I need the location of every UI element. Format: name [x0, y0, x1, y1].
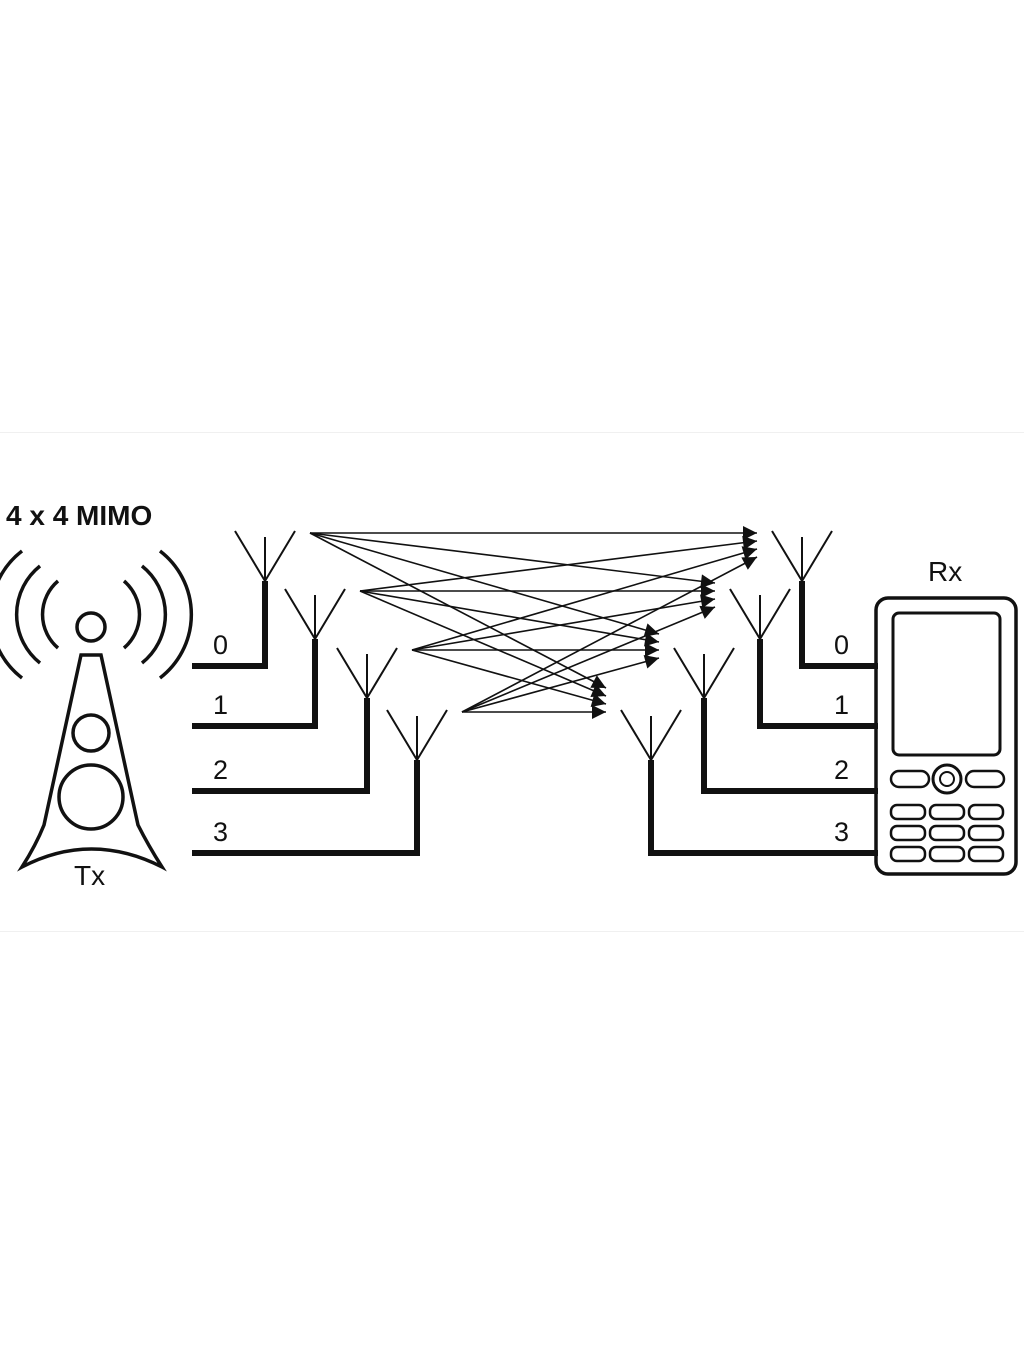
feed-lines	[192, 663, 878, 856]
rx-channel-label-0: 0	[834, 630, 849, 660]
antenna-group	[234, 530, 833, 856]
signal-path-tx1-rx3	[359, 590, 607, 697]
mobile-phone-icon	[874, 596, 1018, 876]
channel-labels: 0 1 2 3 0 1 2 3	[213, 630, 849, 847]
rx-channel-label-2: 2	[834, 755, 849, 785]
signal-path-tx0-rx3	[309, 532, 607, 689]
rx-channel-label-3: 3	[834, 817, 849, 847]
tx-antenna-3-icon	[386, 709, 448, 856]
signal-path-tx1-rx0	[359, 535, 758, 592]
tx-channel-label-1: 1	[213, 690, 228, 720]
tx-channel-label-2: 2	[213, 755, 228, 785]
mimo-diagram: 4 x 4 MIMO Tx	[0, 500, 1018, 891]
tx-label: Tx	[74, 860, 105, 891]
signal-paths	[309, 526, 758, 719]
rx-antenna-3-icon	[620, 709, 682, 856]
signal-path-tx3-rx0	[461, 556, 758, 713]
signal-path-tx2-rx0	[411, 546, 758, 651]
signal-path-tx3-rx1	[461, 605, 716, 713]
diagram-panel: 4 x 4 MIMO Tx	[0, 432, 1024, 932]
signal-path-tx0-rx1	[309, 532, 716, 589]
signal-path-tx3-rx2	[461, 654, 660, 713]
tx-antenna-0-icon	[234, 530, 296, 669]
signal-path-tx0-rx2	[309, 532, 660, 637]
rx-channel-label-1: 1	[834, 690, 849, 720]
signal-path-tx1-rx2	[359, 590, 660, 647]
tx-channel-label-3: 3	[213, 817, 228, 847]
signal-path-tx2-rx1	[411, 594, 716, 651]
tx-channel-label-0: 0	[213, 630, 228, 660]
rx-antenna-1-icon	[729, 588, 791, 729]
rx-antenna-2-icon	[673, 647, 735, 794]
cell-tower-icon	[0, 549, 194, 872]
signal-path-tx2-rx3	[411, 649, 607, 707]
rx-label: Rx	[928, 556, 962, 587]
diagram-title: 4 x 4 MIMO	[6, 500, 152, 531]
tx-antenna-2-icon	[336, 647, 398, 794]
rx-antenna-0-icon	[771, 530, 833, 669]
tx-antenna-1-icon	[284, 588, 346, 729]
